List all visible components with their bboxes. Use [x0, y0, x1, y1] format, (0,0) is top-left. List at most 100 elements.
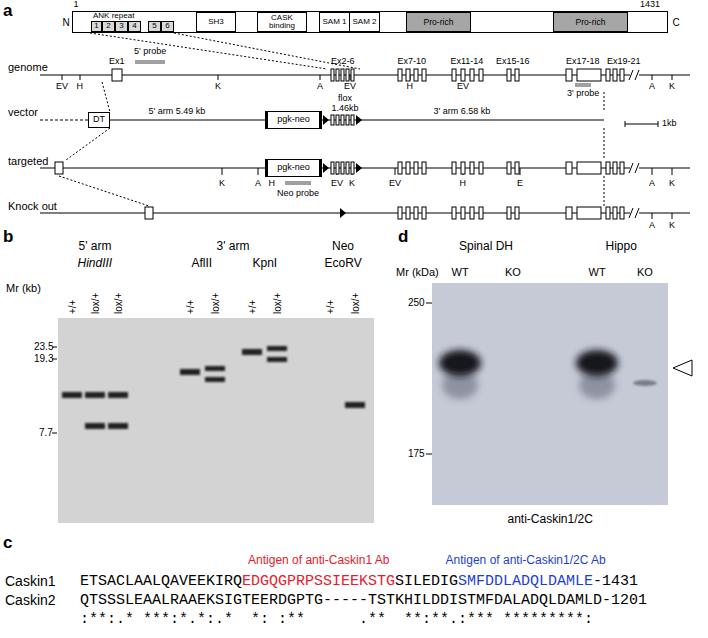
panel-letter: d — [398, 228, 408, 247]
node-text: ANK repeat — [93, 12, 134, 20]
restriction-site-label: EV — [344, 82, 356, 92]
lane-label: lox/+ — [90, 293, 101, 314]
exon-box — [620, 207, 624, 219]
lane-label: +/+ — [325, 300, 336, 314]
exon-box — [620, 69, 624, 81]
domain-box: SAM 1 — [319, 12, 350, 32]
exon-box — [507, 207, 511, 219]
exon-box — [452, 69, 456, 81]
exon-label: Ex19-21 — [607, 57, 641, 67]
exon-box — [452, 207, 456, 219]
restriction-site-label: EV — [331, 179, 343, 189]
western-blot — [439, 350, 481, 376]
dotted-guide — [102, 82, 110, 112]
exon-box — [414, 69, 418, 81]
western-blot — [426, 283, 692, 505]
restriction-site-label: EV — [457, 82, 469, 92]
exon-box — [606, 69, 610, 81]
exon-box — [606, 162, 610, 174]
exon-box — [55, 162, 63, 174]
exon-box — [414, 207, 418, 219]
western-blot — [673, 360, 692, 376]
node-text: Pro-rich — [424, 18, 454, 27]
node-text: 6 — [165, 22, 169, 30]
sequence-segment: ETSACLAALQAVEEKIRQ — [80, 573, 242, 590]
exon-box — [346, 69, 349, 81]
loxp-triangle — [323, 115, 362, 218]
exon-box — [613, 162, 617, 174]
restriction-tick — [652, 213, 653, 219]
southern-blot — [205, 366, 225, 371]
neo-cassette-box: pgk-neo — [265, 159, 322, 177]
ank-repeat-box: 3 — [115, 21, 128, 32]
western-blot — [633, 380, 657, 386]
exon-box — [406, 207, 410, 219]
axis-label: Mr (kb) — [6, 282, 41, 294]
lane-label: +/+ — [185, 300, 196, 314]
protein-end-label: C — [673, 17, 680, 28]
node-text: DT — [93, 115, 105, 124]
exon-box — [422, 207, 426, 219]
blot-heading: AflII — [192, 257, 213, 270]
restriction-tick — [672, 75, 673, 80]
ank-repeat-box: 4 — [128, 21, 141, 32]
exon-box — [145, 207, 153, 219]
restriction-site-label: A — [649, 221, 655, 231]
break-mark — [629, 70, 633, 80]
loxp-triangle — [340, 208, 346, 218]
restriction-tick — [80, 75, 81, 80]
lane-label: KO — [505, 266, 521, 278]
blot-heading: KpnI — [253, 257, 278, 270]
sequence-segment: SILEDIG — [395, 573, 458, 590]
pro-rich-box: Pro-rich — [553, 12, 628, 32]
node-text: Pro-rich — [576, 18, 606, 27]
blot-heading: Spinal DH — [459, 240, 513, 253]
exon-box — [336, 162, 339, 174]
dimension-label: 3' arm 6.58 kb — [434, 107, 491, 117]
restriction-tick — [520, 168, 521, 175]
break-mark — [629, 163, 633, 173]
exon-box — [470, 207, 474, 219]
blot-heading: 3' arm — [217, 240, 250, 253]
dotted-guide — [66, 128, 110, 160]
dt-cassette-box: DT — [88, 112, 110, 128]
break-mark — [635, 163, 639, 173]
exon-box — [606, 207, 610, 219]
exon-box — [406, 162, 410, 174]
exon-label: Ex17-18 — [566, 57, 600, 67]
protein-end-label: N — [63, 17, 70, 28]
exon-box — [613, 69, 617, 81]
exon-box — [351, 162, 354, 174]
restriction-tick — [218, 75, 219, 80]
southern-blot — [108, 423, 128, 429]
probe-label: Neo probe — [277, 189, 319, 199]
exon-box — [479, 69, 483, 81]
exon-box — [515, 162, 519, 174]
node-text: SAM 1 — [322, 18, 346, 26]
lane-label: +/+ — [247, 300, 258, 314]
restriction-tick — [652, 168, 653, 175]
pro-rich-box: Pro-rich — [406, 12, 471, 32]
sequence-name: Caskin2 — [5, 593, 56, 608]
restriction-site-label: K — [669, 179, 675, 189]
exon-box — [331, 115, 334, 125]
restriction-tick — [222, 168, 223, 175]
restriction-site-label: E — [517, 179, 523, 189]
restriction-site-label: H — [77, 82, 84, 92]
dotted-guide — [174, 33, 360, 69]
restriction-tick — [395, 168, 396, 175]
ank-repeat-box: 5 — [148, 21, 161, 32]
exon-box — [566, 207, 572, 219]
row-label: genome — [8, 61, 48, 73]
restriction-tick — [320, 75, 321, 80]
western-blot — [576, 350, 618, 376]
southern-blot — [108, 392, 128, 398]
exon-box — [422, 162, 426, 174]
sequence-segment: EDGQGPRPSSIEEKSTG — [242, 573, 395, 590]
exon-box — [331, 69, 334, 81]
restriction-site-label: A — [255, 179, 261, 189]
lane-label: KO — [637, 266, 653, 278]
domain-box: CASK binding — [257, 12, 307, 32]
western-blot — [426, 303, 432, 304]
lane-label: lox/+ — [272, 293, 283, 314]
